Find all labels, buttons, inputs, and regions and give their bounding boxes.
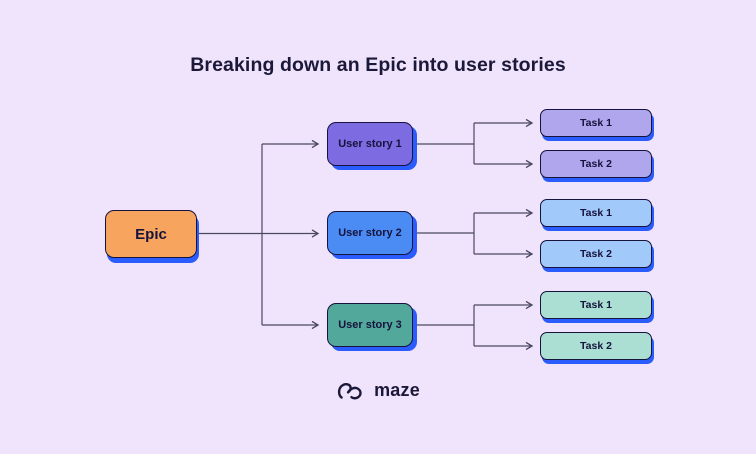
epic-node[interactable]: Epic: [105, 210, 197, 258]
maze-logo-text: maze: [374, 380, 420, 400]
maze-logo: maze: [336, 379, 420, 402]
story1-task-1-node[interactable]: Task 1: [540, 109, 652, 137]
story3-task-2-node[interactable]: Task 2: [540, 332, 652, 360]
user-story-2-node[interactable]: User story 2: [327, 211, 413, 255]
diagram-title: Breaking down an Epic into user stories: [190, 54, 566, 76]
user-story-1-node[interactable]: User story 1: [327, 122, 413, 166]
story3-task-1-node[interactable]: Task 1: [540, 291, 652, 319]
maze-logo-icon: [337, 382, 362, 400]
story1-task-2-node[interactable]: Task 2: [540, 150, 652, 178]
story2-task-2-node[interactable]: Task 2: [540, 240, 652, 268]
story2-task-1-node[interactable]: Task 1: [540, 199, 652, 227]
user-story-3-node[interactable]: User story 3: [327, 303, 413, 347]
